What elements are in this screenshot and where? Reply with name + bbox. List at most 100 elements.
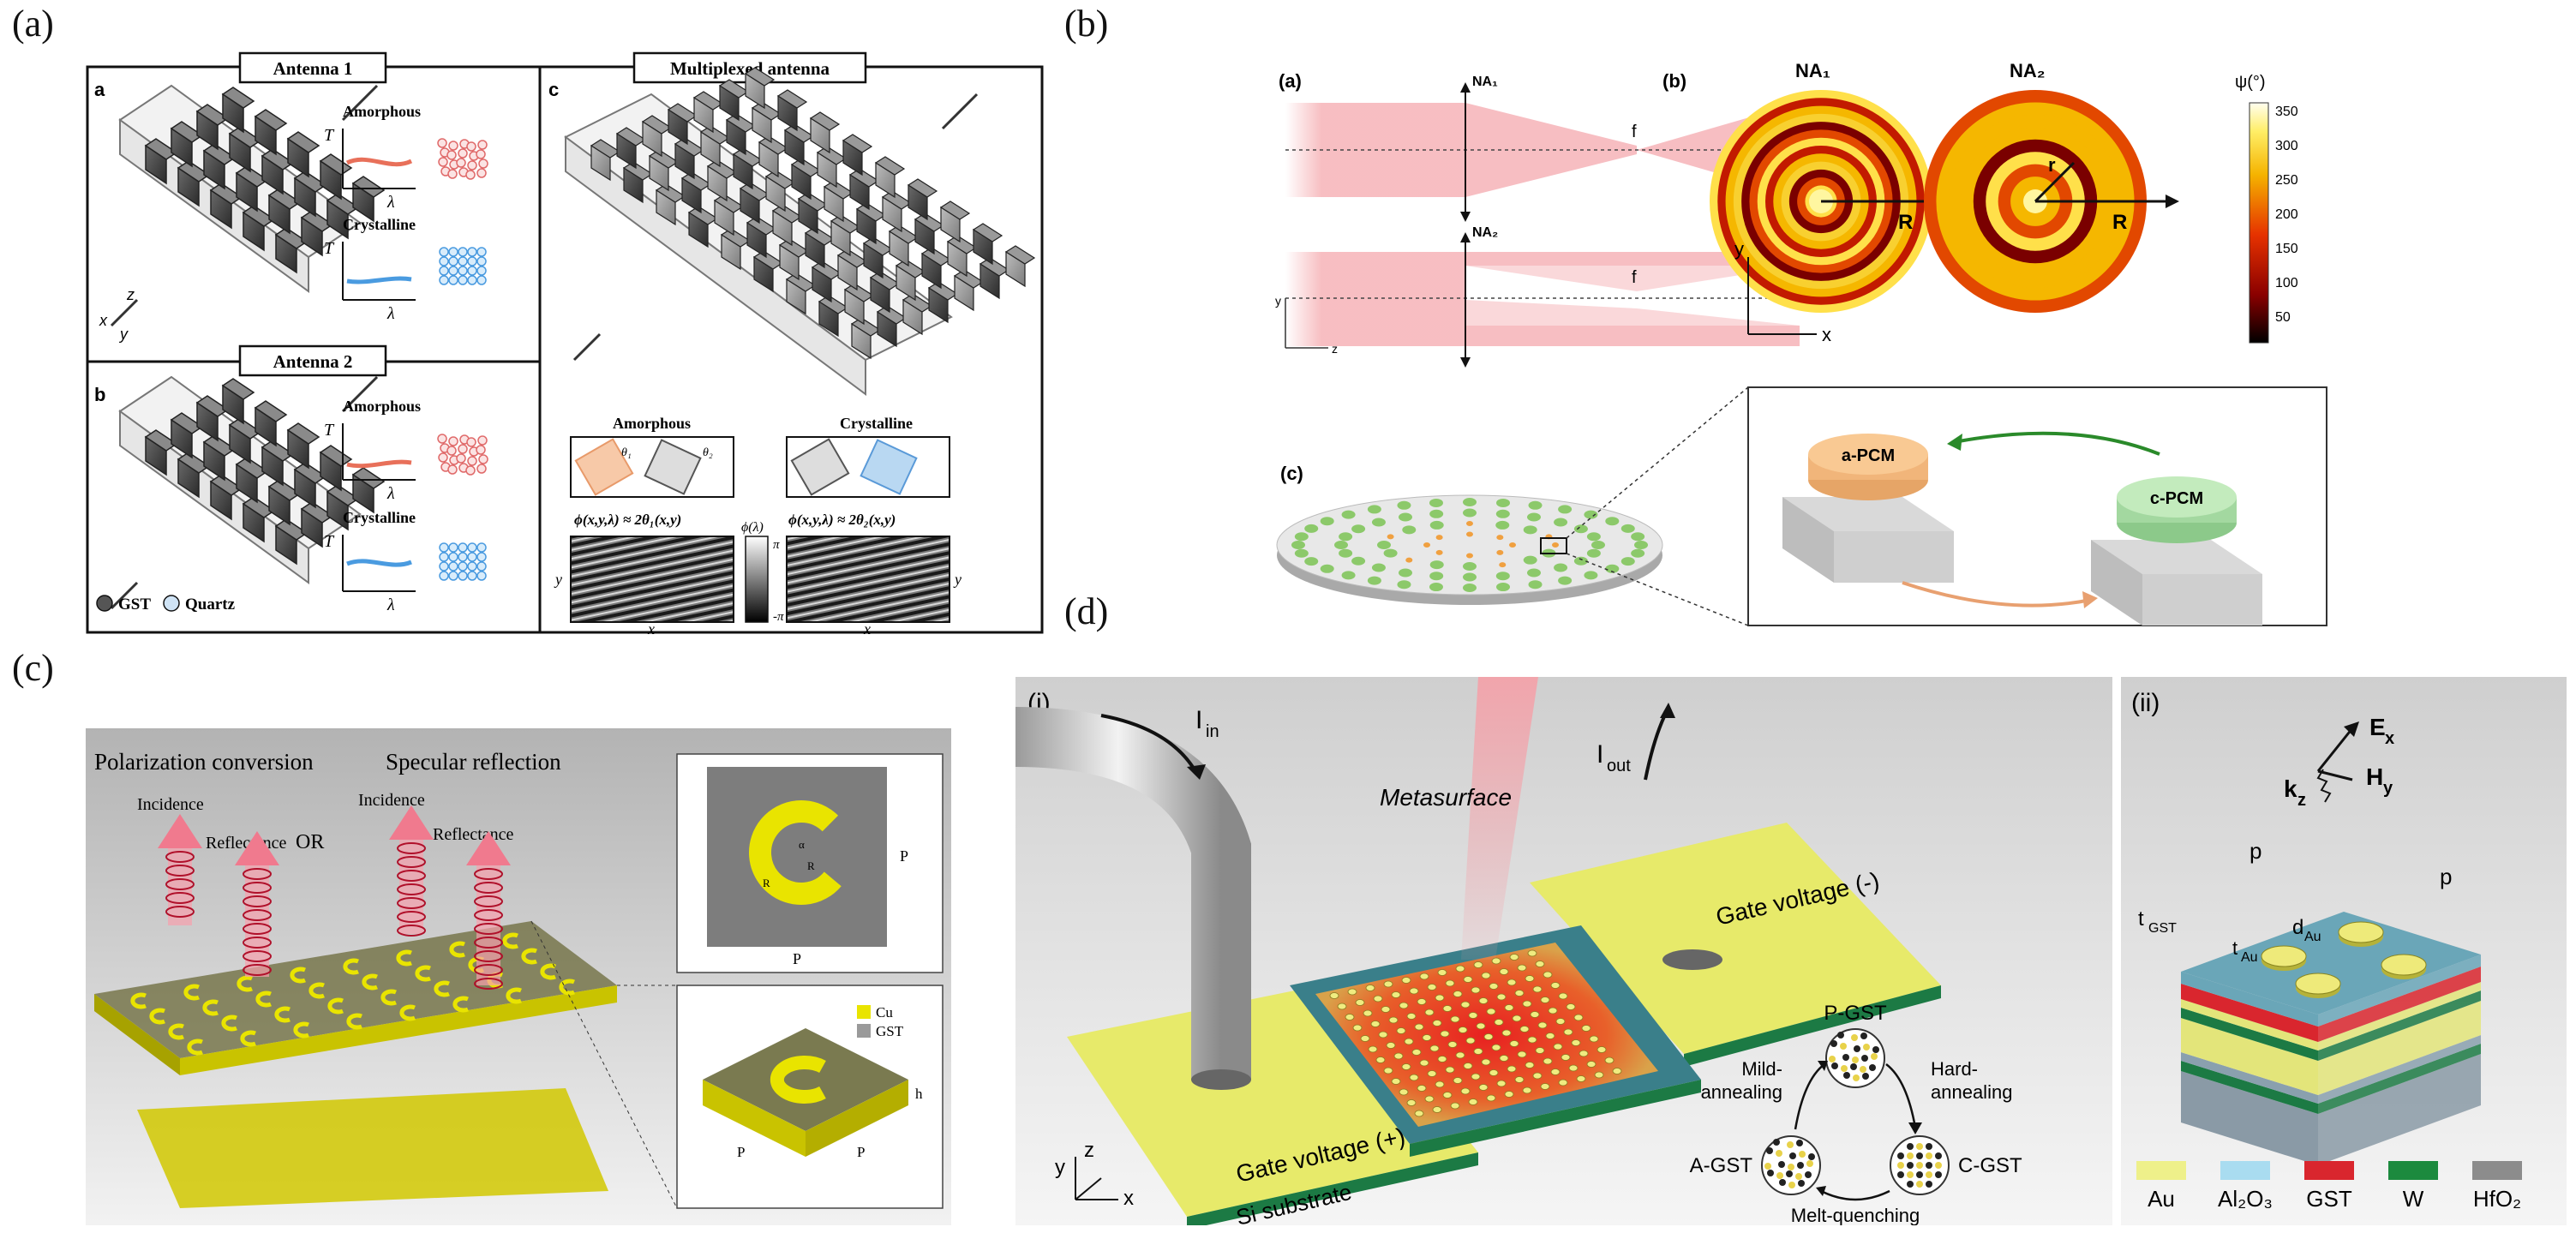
svg-text:y: y	[2383, 779, 2393, 798]
svg-text:(b): (b)	[1662, 70, 1686, 92]
nanodisc	[1558, 1079, 1568, 1086]
disc-element	[1558, 505, 1573, 514]
crystal-atom	[1773, 1139, 1780, 1146]
disc-element	[1339, 532, 1353, 542]
nanodisc	[1450, 1015, 1460, 1023]
svg-text:ϕ(λ): ϕ(λ)	[741, 520, 764, 535]
lattice-atom	[476, 571, 487, 581]
nanodisc	[1440, 1030, 1450, 1038]
nanodisc	[1409, 1074, 1419, 1081]
nanodisc	[1417, 998, 1427, 1005]
beam-arrowhead	[158, 814, 202, 848]
nanodisc	[1504, 1004, 1514, 1011]
antenna2-title: Antenna 2	[273, 351, 353, 372]
lattice-atom	[458, 148, 468, 159]
disc-element	[1387, 534, 1394, 540]
crystal-atom	[1831, 1062, 1838, 1069]
cube-layer	[2181, 999, 2318, 1050]
nanodisc	[1453, 1077, 1463, 1084]
svg-text:y: y	[953, 571, 962, 588]
nanodisc	[1399, 1002, 1409, 1009]
lattice-atom	[438, 157, 448, 167]
nanodisc	[1345, 1014, 1355, 1021]
lattice-atom	[467, 456, 477, 466]
nanodisc	[1504, 1091, 1514, 1098]
crystal-atom	[1797, 1162, 1804, 1169]
svg-text:λ: λ	[386, 596, 395, 614]
nanodisc	[1489, 983, 1499, 990]
svg-text:λ: λ	[386, 193, 395, 212]
crystal-atom	[1766, 1147, 1773, 1154]
disc-element	[1495, 520, 1510, 530]
crystal-atom	[1907, 1162, 1914, 1169]
split-ring	[327, 997, 344, 1015]
cube-layer	[2181, 984, 2318, 1042]
au-disc	[2261, 945, 2307, 967]
disc-element	[1429, 583, 1443, 592]
svg-text:z: z	[1084, 1139, 1094, 1162]
crystal-atom	[1926, 1162, 1932, 1169]
cube-layer	[2181, 1052, 2318, 1104]
crystal-atom	[1897, 1171, 1904, 1178]
split-ring	[502, 932, 518, 949]
crystal-atom	[1851, 1034, 1858, 1041]
nanodisc	[1360, 1035, 1370, 1042]
lattice-atom	[439, 247, 449, 257]
svg-text:y: y	[1055, 1156, 1065, 1179]
disc-element	[1463, 562, 1477, 571]
disc-element	[1631, 532, 1645, 542]
nanodisc	[1481, 972, 1491, 979]
nanodisc	[1442, 1005, 1453, 1012]
nanodisc	[1483, 1033, 1494, 1040]
disc-element	[1429, 509, 1444, 518]
psi-tick: 300	[2275, 139, 2298, 153]
disc-element	[1527, 512, 1541, 522]
disc-element	[1496, 535, 1504, 541]
split-ring	[221, 1015, 237, 1032]
svg-text:T: T	[324, 126, 335, 145]
svg-text:y: y	[1275, 294, 1281, 308]
nanodisc	[1491, 1044, 1501, 1051]
crystal-atom	[1854, 1045, 1860, 1052]
nanodisc	[1401, 977, 1411, 984]
panel-d-i-figure: (i) I in I out Metasurface Gate voltage …	[1015, 677, 2112, 1225]
nanodisc	[1399, 1088, 1409, 1096]
disc-element	[1291, 541, 1305, 549]
disc-element	[1463, 572, 1477, 582]
crystal-atom	[1776, 1172, 1783, 1179]
lattice-atom	[458, 256, 468, 266]
crystal-atom	[1767, 1170, 1774, 1176]
psi-tick: 50	[2275, 310, 2291, 325]
legend-label: W	[2403, 1186, 2424, 1212]
nanodisc	[1368, 1045, 1378, 1053]
nanodisc	[1406, 1099, 1417, 1106]
legend-swatch	[2136, 1161, 2186, 1180]
nanodisc	[1525, 1062, 1535, 1068]
specular-label: Specular reflection	[386, 749, 561, 775]
nanodisc	[1378, 1031, 1388, 1038]
beam-arrowhead	[466, 831, 511, 865]
crystal-atom	[1907, 1171, 1914, 1178]
disc-element	[1429, 498, 1443, 507]
nanodisc	[1499, 1055, 1509, 1062]
disc-element	[1499, 562, 1507, 568]
lattice-atom	[458, 444, 468, 454]
lattice-atom	[447, 169, 458, 179]
lattice-atom	[465, 170, 476, 180]
split-ring	[149, 1008, 165, 1025]
nanodisc	[1383, 1067, 1393, 1074]
nanodisc	[1473, 1048, 1483, 1055]
split-ring	[309, 982, 325, 999]
split-ring	[202, 999, 219, 1016]
crystal-atom	[1935, 1162, 1942, 1169]
c-pcm-cell: c-PCM	[2091, 476, 2262, 625]
crystal-atom	[1861, 1055, 1868, 1062]
svg-text:T: T	[324, 239, 335, 258]
disc-element	[1320, 564, 1334, 573]
nanodisc	[1427, 1070, 1437, 1077]
svg-text:C-GST: C-GST	[1958, 1154, 2022, 1177]
svg-text:GST: GST	[2148, 921, 2177, 936]
nanodisc	[1422, 1034, 1432, 1041]
nanodisc	[1519, 1026, 1530, 1032]
nanodisc	[1432, 1020, 1442, 1027]
